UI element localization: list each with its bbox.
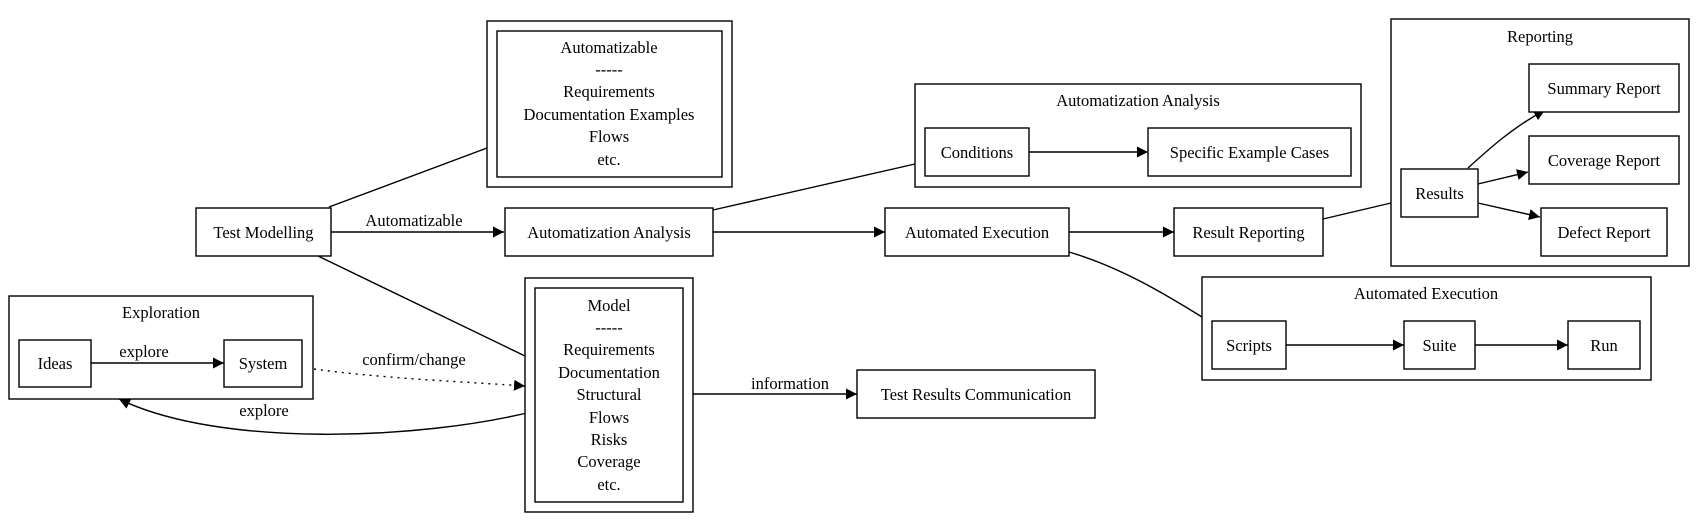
model-note-line: Coverage — [577, 452, 640, 471]
node-conditions: Conditions — [924, 127, 1030, 177]
edge-automatization-analysis-to-cluster — [712, 163, 916, 211]
reporting-cluster-title: Reporting — [1507, 27, 1573, 46]
node-test-results-communication: Test Results Communication — [856, 369, 1096, 419]
edges: Automatizable explore confirm/change exp… — [91, 109, 1568, 435]
edge-label-confirm-change: confirm/change — [362, 350, 466, 369]
model-note-line: ----- — [595, 318, 622, 337]
reporting-cluster: Reporting — [1390, 18, 1690, 267]
automatization-analysis-cluster: Automatization Analysis — [914, 83, 1362, 188]
edge-label-explore-ideas-system: explore — [119, 342, 168, 361]
node-test-modelling: Test Modelling — [195, 207, 332, 257]
edge-result-reporting-to-reporting-cluster — [1322, 202, 1392, 220]
node-label: Coverage Report — [1548, 151, 1661, 170]
node-system: System — [223, 339, 303, 388]
model-note-line: Model — [587, 296, 630, 315]
node-label: Defect Report — [1558, 223, 1651, 242]
automatizable-note-line: Requirements — [563, 82, 655, 101]
edge-results-to-defect-report — [1477, 202, 1541, 220]
node-automatization-analysis: Automatization Analysis — [504, 207, 714, 257]
model-note-line: Structural — [576, 385, 641, 404]
node-result-reporting: Result Reporting — [1173, 207, 1324, 257]
edge-test-modelling-to-model-note — [317, 255, 526, 357]
node-label: Run — [1590, 336, 1618, 355]
edge-label-automatizable: Automatizable — [365, 211, 462, 230]
edge-label-information: information — [751, 374, 829, 393]
automatization-analysis-cluster-title: Automatization Analysis — [1056, 91, 1220, 110]
edge-automated-execution-to-cluster — [1068, 251, 1203, 318]
node-label: Automated Execution — [905, 223, 1049, 242]
model-note-line: Requirements — [563, 340, 655, 359]
model-note-line: etc. — [597, 475, 620, 494]
node-automated-execution: Automated Execution — [884, 207, 1070, 257]
model-note-line: Risks — [591, 430, 628, 449]
edge-results-to-coverage-report — [1477, 169, 1529, 185]
edge-results-to-summary-report — [1467, 109, 1546, 169]
node-results: Results — [1400, 168, 1479, 218]
model-note-line: Documentation — [558, 363, 660, 382]
automatizable-note-line: ----- — [595, 60, 622, 79]
node-summary-report: Summary Report — [1528, 63, 1680, 113]
exploration-cluster: Exploration — [8, 295, 314, 400]
node-label: Conditions — [941, 143, 1013, 162]
node-label: System — [239, 354, 288, 373]
node-label: Specific Example Cases — [1170, 143, 1329, 162]
automatizable-note-line: etc. — [597, 150, 620, 169]
node-label: Suite — [1423, 336, 1457, 355]
automated-execution-cluster-title: Automated Execution — [1354, 284, 1498, 303]
automatizable-note-line: Automatizable — [560, 38, 657, 57]
node-label: Test Results Communication — [881, 385, 1071, 404]
node-defect-report: Defect Report — [1540, 207, 1668, 257]
node-run: Run — [1567, 320, 1641, 370]
node-label: Ideas — [38, 354, 73, 373]
node-scripts: Scripts — [1211, 320, 1287, 370]
node-specific-example-cases: Specific Example Cases — [1147, 127, 1352, 177]
node-label: Summary Report — [1547, 79, 1661, 98]
node-coverage-report: Coverage Report — [1528, 135, 1680, 185]
automatizable-note: Automatizable ----- Requirements Documen… — [486, 20, 733, 188]
model-note: Model ----- Requirements Documentation S… — [524, 277, 694, 513]
node-ideas: Ideas — [18, 339, 92, 388]
exploration-cluster-title: Exploration — [122, 303, 200, 322]
node-label: Scripts — [1226, 336, 1272, 355]
model-note-line: Flows — [589, 408, 629, 427]
node-label: Test Modelling — [213, 223, 313, 242]
edge-test-modelling-to-automatizable-note — [328, 147, 488, 208]
edge-model-to-exploration — [118, 398, 536, 435]
automatizable-note-line: Documentation Examples — [524, 105, 695, 124]
node-suite: Suite — [1403, 320, 1476, 370]
automated-execution-cluster: Automated Execution — [1201, 276, 1652, 381]
edge-system-to-model — [313, 368, 526, 391]
node-label: Result Reporting — [1192, 223, 1304, 242]
edge-label-explore-back: explore — [239, 401, 288, 420]
automatizable-note-line: Flows — [589, 127, 629, 146]
node-label: Results — [1415, 184, 1464, 203]
node-label: Automatization Analysis — [527, 223, 691, 242]
